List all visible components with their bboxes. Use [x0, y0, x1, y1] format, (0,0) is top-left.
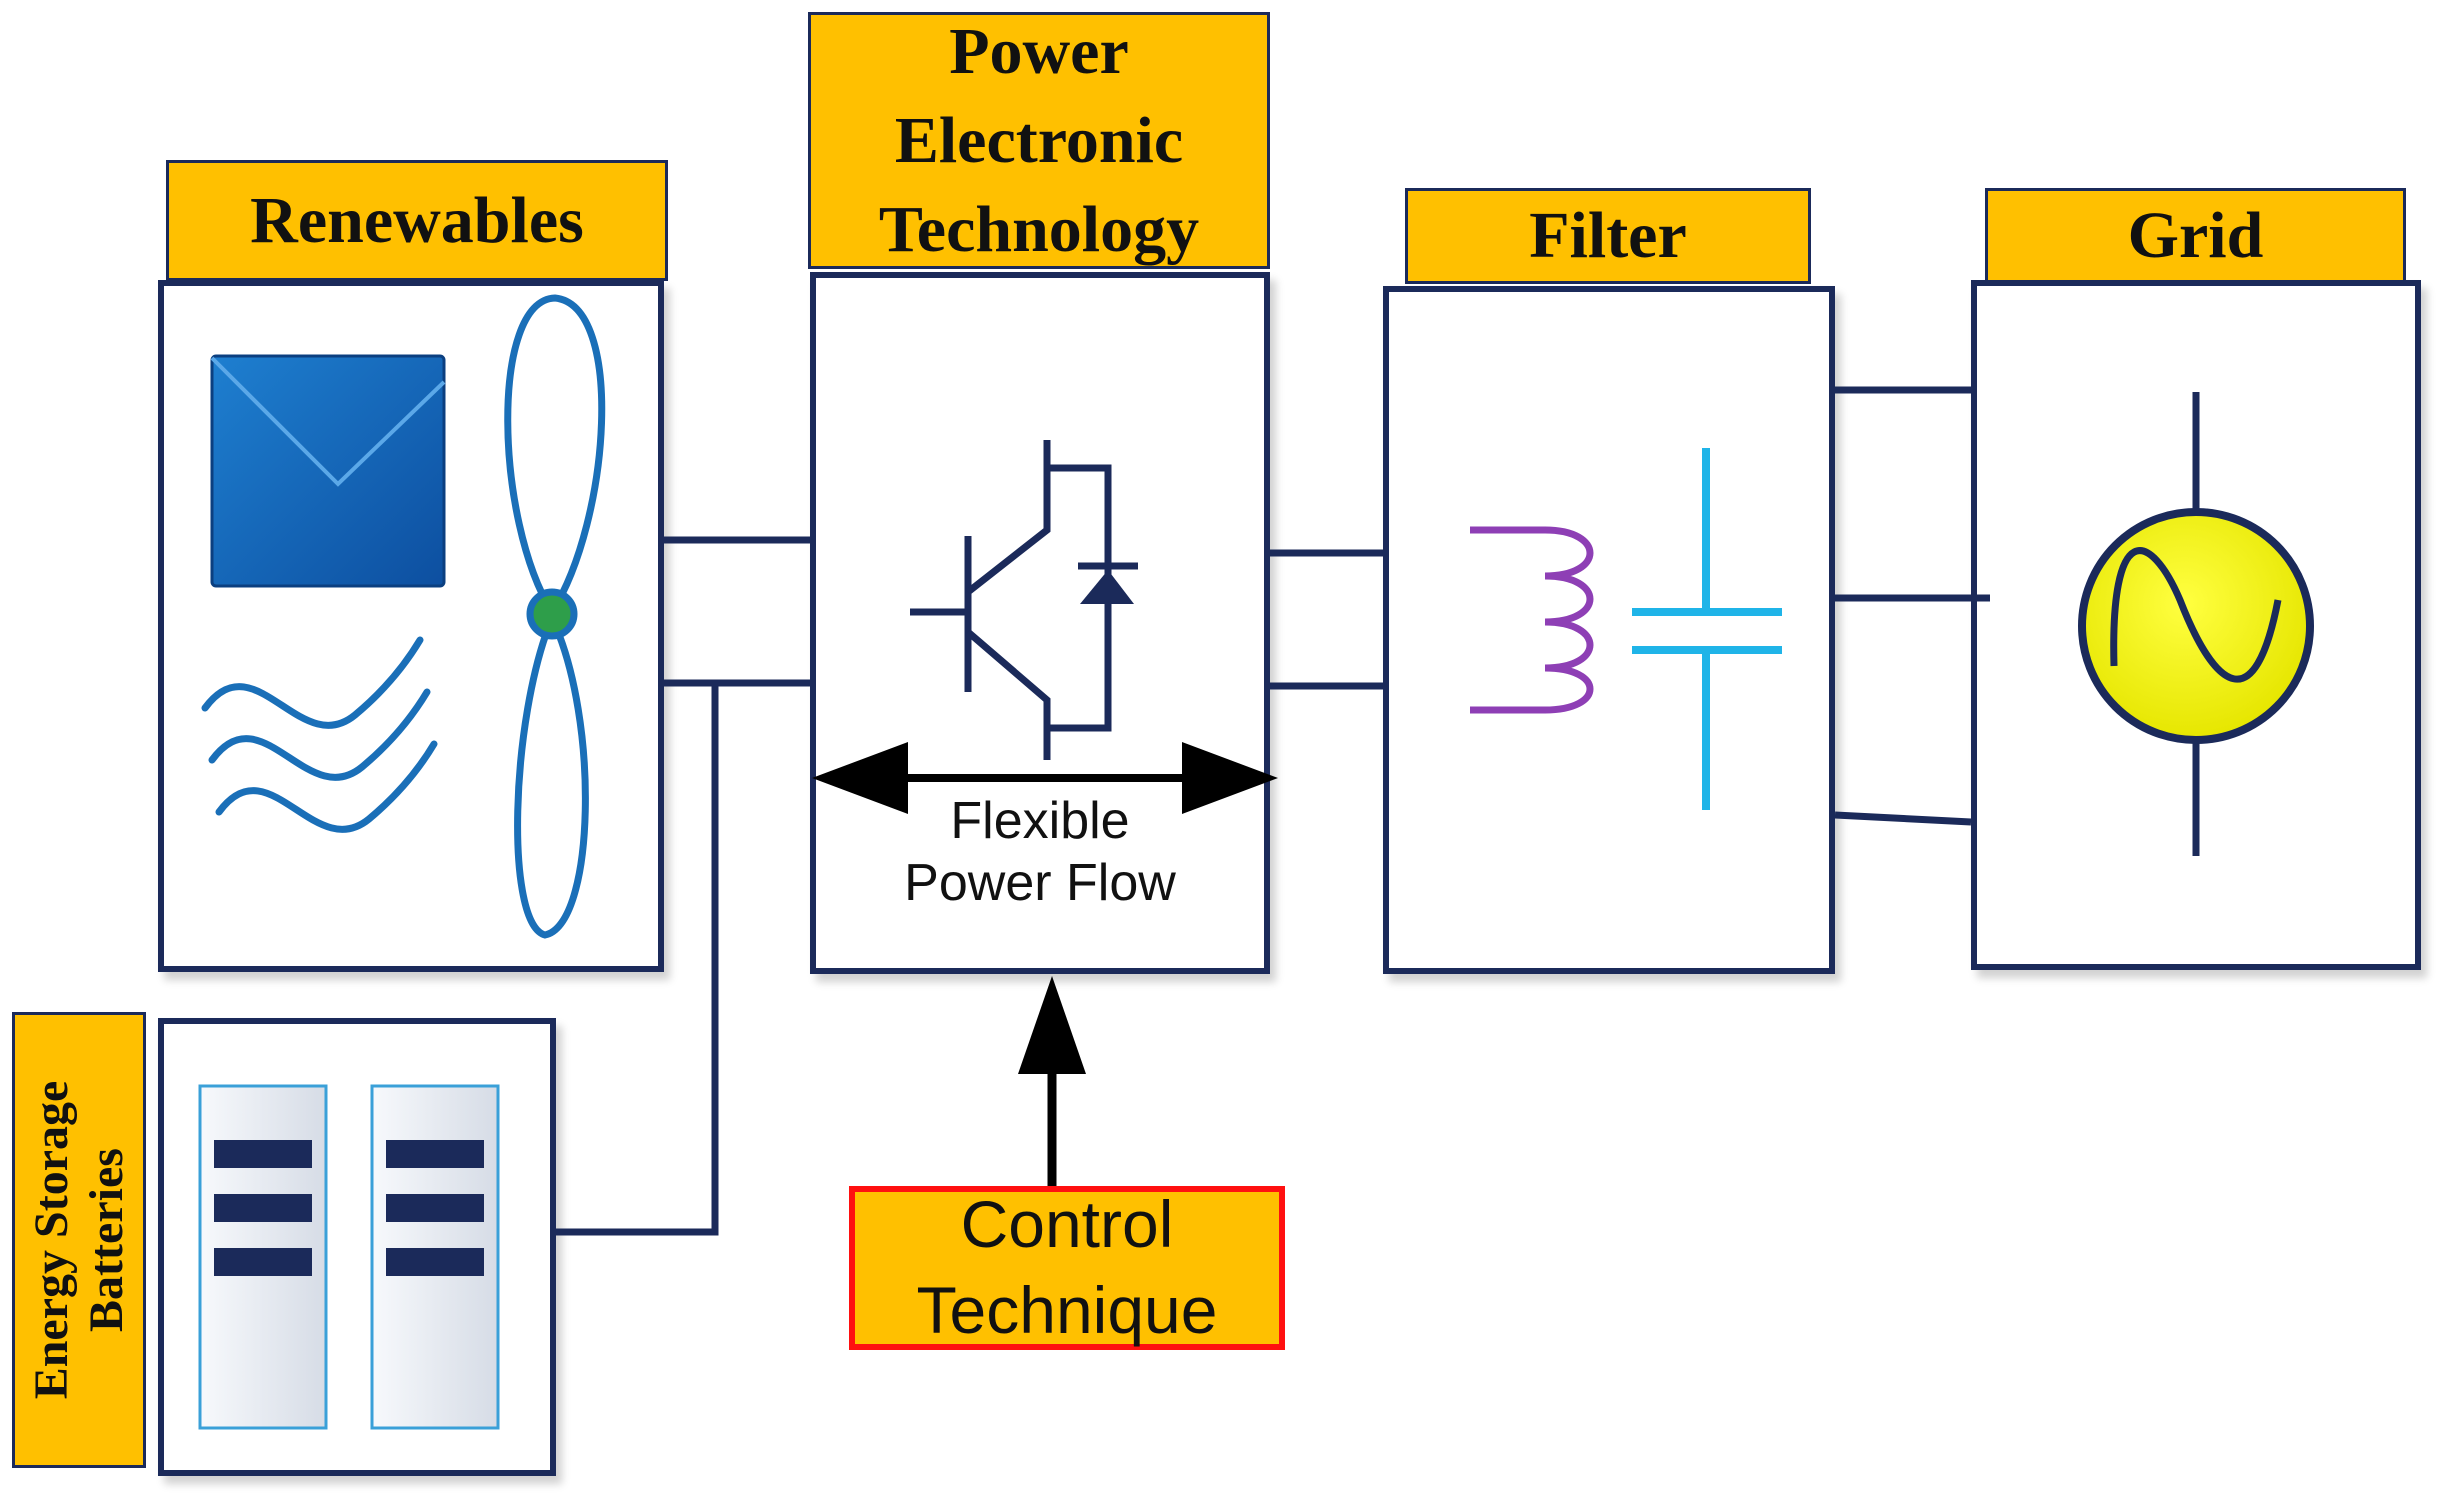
- grid-title: Grid: [2127, 199, 2264, 272]
- power-flow-caption: Flexible Power Flow: [830, 790, 1250, 915]
- igbt-switch-icon: [910, 440, 1138, 760]
- power-flow-line-2: Power Flow: [904, 854, 1176, 913]
- power-electronics-label: Power Electronic Technology: [808, 12, 1270, 269]
- filter-panel: [1383, 286, 1835, 974]
- storage-label: Energy Storage Batteries: [12, 1012, 146, 1468]
- solar-panel-icon: [210, 354, 446, 588]
- wire-storage: [556, 683, 719, 1236]
- filter-title: Filter: [1529, 199, 1687, 272]
- filter-label: Filter: [1405, 188, 1811, 284]
- wire-grid-3: [1834, 811, 1972, 826]
- control-arrow: [1018, 976, 1086, 1186]
- connection-wires: [556, 386, 1990, 1236]
- power-flow-arrow: [812, 742, 1278, 814]
- renewables-label: Renewables: [166, 160, 668, 281]
- power-flow-line-1: Flexible: [950, 792, 1130, 850]
- capacitor-icon: [1632, 448, 1782, 810]
- power-electronics-title-line-2: Electronic: [894, 103, 1184, 177]
- control-title-line-1: Control: [960, 1187, 1174, 1262]
- inductor-icon: [1470, 526, 1594, 714]
- ac-source-icon: [2078, 392, 2314, 856]
- power-electronics-title-line-1: Power: [949, 14, 1129, 88]
- power-electronics-panel: [810, 272, 1270, 974]
- control-title-line-2: Technique: [916, 1273, 1218, 1347]
- power-electronics-title-line-3: Technology: [878, 193, 1200, 267]
- renewables-title: Renewables: [250, 183, 584, 257]
- grid-label: Grid: [1985, 188, 2406, 284]
- battery-cells-icon: [198, 1084, 500, 1430]
- control-technique-box: Control Technique: [849, 1186, 1285, 1350]
- hydro-waves-icon: [201, 636, 438, 833]
- wind-turbine-icon: [504, 294, 606, 939]
